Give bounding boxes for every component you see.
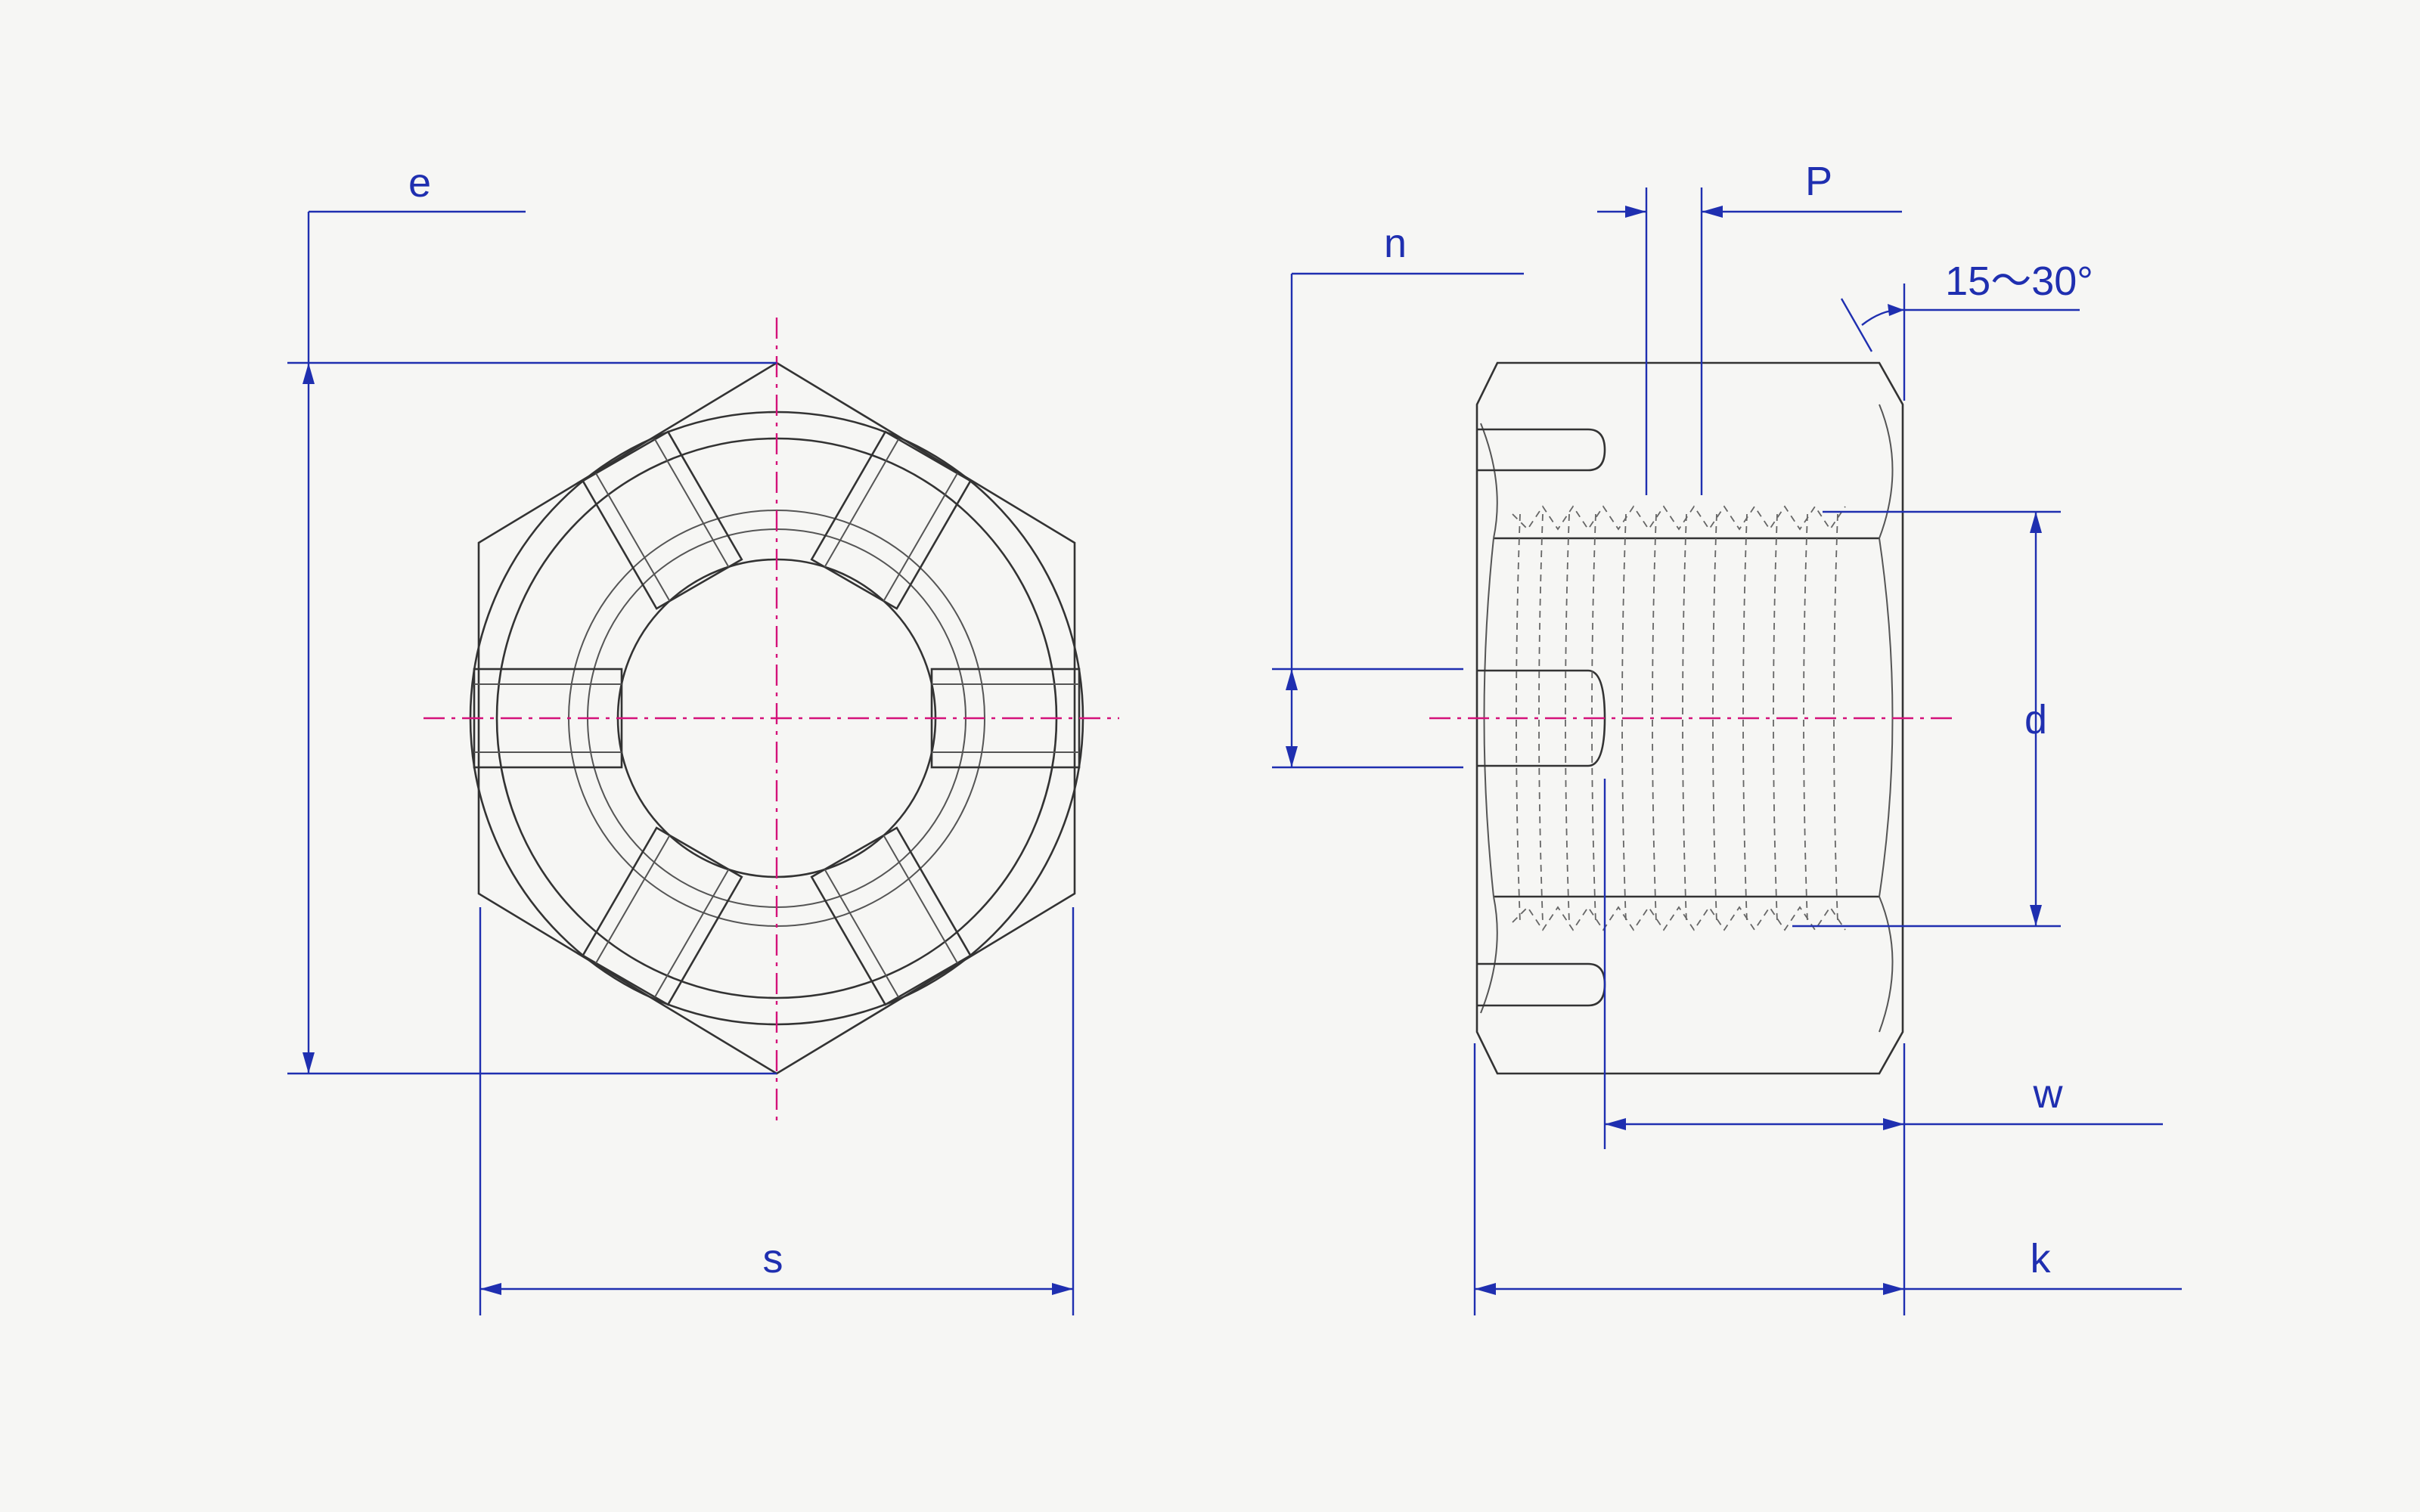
chamfer-arc-5 xyxy=(1879,538,1894,897)
slot-120 xyxy=(581,826,743,1006)
slot-240 xyxy=(581,430,743,610)
front-view xyxy=(424,318,1119,1123)
side-slot-top xyxy=(1477,428,1606,472)
crown-slots xyxy=(473,430,1081,1006)
side-view xyxy=(1429,361,1955,1075)
slot-60 xyxy=(810,826,973,1006)
hidden-thread xyxy=(1512,505,1846,931)
chamfer-arc-6 xyxy=(1879,896,1894,1033)
slot-300 xyxy=(810,430,973,610)
label-k: k xyxy=(2031,1236,2052,1281)
dimension-angle: 15～30° xyxy=(1840,259,2093,401)
side-outline xyxy=(1475,361,1904,1075)
dimension-s: s xyxy=(479,907,1075,1315)
dimension-e: e xyxy=(287,160,777,1075)
dimension-n: n xyxy=(1272,221,1524,769)
dimension-d: d xyxy=(1792,510,2061,928)
chamfer-arc-4 xyxy=(1879,404,1894,539)
label-e: e xyxy=(408,160,431,206)
dimension-k: k xyxy=(1473,1043,2182,1315)
label-p: P xyxy=(1805,159,1832,204)
dimension-w: w xyxy=(1603,779,2163,1315)
label-w: w xyxy=(2033,1071,2064,1117)
label-d: d xyxy=(2024,697,2047,742)
label-s: s xyxy=(763,1236,783,1281)
label-n: n xyxy=(1384,221,1407,266)
chamfer-arc-1 xyxy=(1480,423,1498,539)
dimension-p: P xyxy=(1597,159,1902,495)
label-angle: 15～30° xyxy=(1945,259,2093,304)
chamfer-arc-3 xyxy=(1480,896,1498,1014)
side-slot-bottom xyxy=(1477,962,1606,1007)
